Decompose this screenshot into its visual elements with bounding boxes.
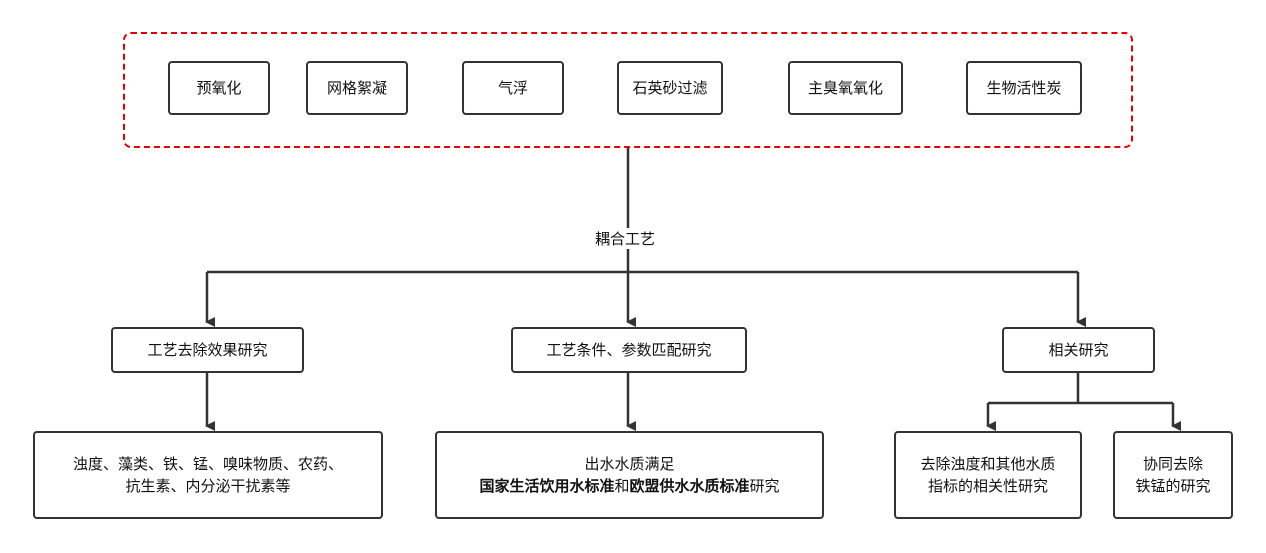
result-line: 协同去除: [1142, 455, 1203, 473]
conjunction-text: 和: [614, 477, 630, 495]
result-line-standards: 国家生活饮用水标准和欧盟供水水质标准研究: [479, 475, 779, 497]
study-box-condition-parameters: 工艺条件、参数匹配研究: [511, 327, 747, 373]
national-standard-text: 国家生活饮用水标准: [479, 477, 615, 495]
study-box-related: 相关研究: [1002, 327, 1155, 373]
process-box-preoxidation: 预氧化: [168, 61, 270, 115]
result-box-iron-manganese: 协同去除 铁锰的研究: [1113, 431, 1233, 519]
study-label: 工艺条件、参数匹配研究: [546, 341, 712, 359]
result-line: 浊度、藻类、铁、锰、嗅味物质、农药、: [72, 455, 343, 473]
result-box-removal-targets: 浊度、藻类、铁、锰、嗅味物质、农药、 抗生素、内分泌干扰素等: [33, 431, 383, 519]
process-box-biological-activated-carbon: 生物活性炭: [966, 61, 1082, 115]
process-label: 预氧化: [196, 79, 242, 97]
process-box-grid-flocculation: 网格絮凝: [306, 61, 408, 115]
result-line: 出水水质满足: [584, 455, 675, 473]
result-line: 指标的相关性研究: [927, 477, 1048, 495]
study-box-removal-effect: 工艺去除效果研究: [111, 327, 304, 373]
result-line: 铁锰的研究: [1135, 477, 1211, 495]
process-label: 石英砂过滤: [632, 79, 708, 97]
result-box-turbidity-correlation: 去除浊度和其他水质 指标的相关性研究: [894, 431, 1082, 519]
process-box-sand-filtration: 石英砂过滤: [617, 61, 723, 115]
study-label: 工艺去除效果研究: [147, 341, 268, 359]
process-group-frame: [123, 32, 1133, 148]
process-box-flotation: 气浮: [462, 61, 564, 115]
process-box-main-ozonation: 主臭氧氧化: [788, 61, 903, 115]
coupling-label: 耦合工艺: [592, 228, 659, 249]
process-label: 网格絮凝: [326, 79, 387, 97]
study-label: 相关研究: [1048, 341, 1109, 359]
eu-standard-text: 欧盟供水水质标准: [629, 477, 750, 495]
process-label: 生物活性炭: [986, 79, 1062, 97]
result-box-water-standards: 出水水质满足 国家生活饮用水标准和欧盟供水水质标准研究: [435, 431, 824, 519]
result-line: 抗生素、内分泌干扰素等: [125, 477, 291, 495]
suffix-text: 研究: [749, 477, 780, 495]
process-label: 主臭氧氧化: [807, 79, 883, 97]
result-line: 去除浊度和其他水质: [920, 455, 1056, 473]
process-label: 气浮: [497, 79, 528, 97]
